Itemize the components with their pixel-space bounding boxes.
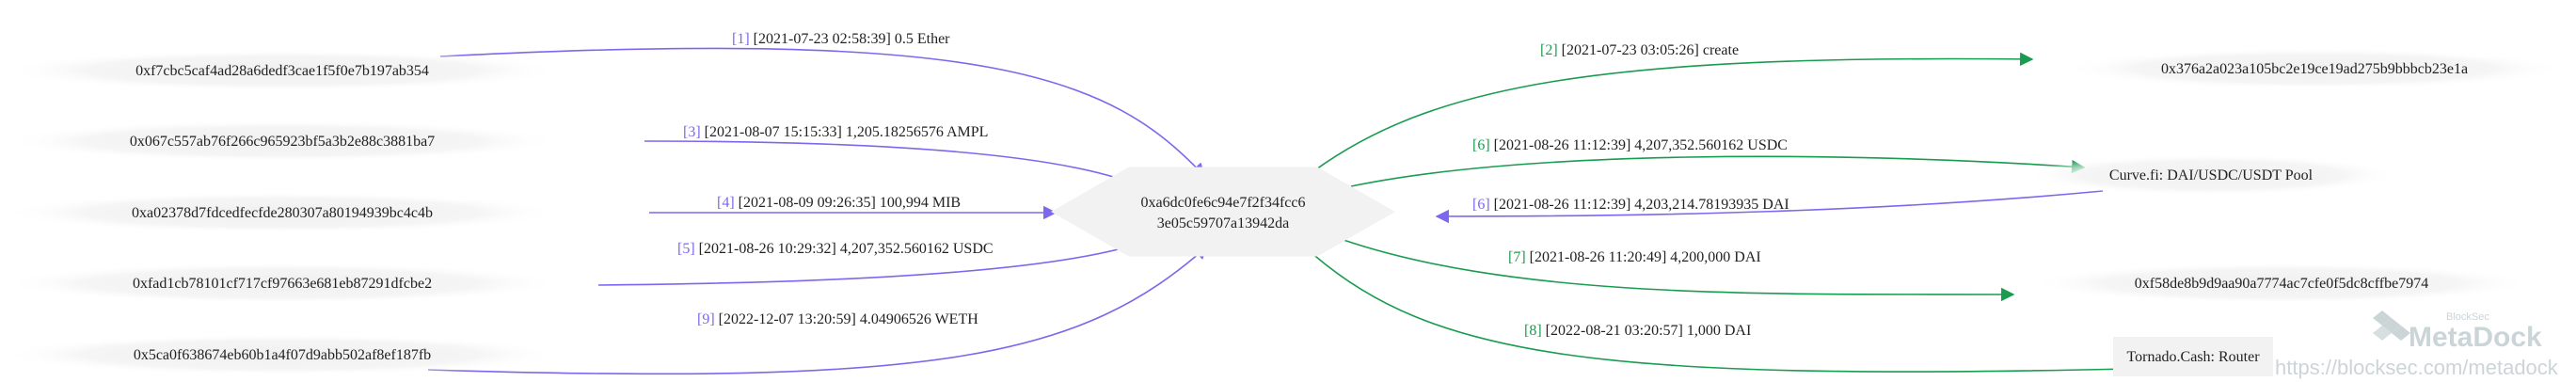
svg-text:[6] [2021-08-26 11:12:39] 4,20: [6] [2021-08-26 11:12:39] 4,207,352.5601…	[1472, 137, 1788, 153]
svg-text:[4] [2021-08-09 09:26:35] 100,: [4] [2021-08-09 09:26:35] 100,994 MIB	[717, 195, 961, 211]
svg-text:[5] [2021-08-26 10:29:32] 4,20: [5] [2021-08-26 10:29:32] 4,207,352.5601…	[677, 241, 994, 257]
right-node-4[interactable]: Tornado.Cash: Router	[2113, 337, 2273, 376]
right-node-2[interactable]: Curve.fi: DAI/USDC/USDT Pool	[2023, 154, 2399, 196]
watermark-sub: BlockSec	[2446, 311, 2489, 323]
svg-text:[1] [2021-07-23 02:58:39] 0.5: [1] [2021-07-23 02:58:39] 0.5 Ether	[732, 31, 950, 47]
svg-text:[8] [2022-08-21 03:20:57] 1,00: [8] [2022-08-21 03:20:57] 1,000 DAI	[1524, 323, 1751, 339]
node-label: 0xf58de8b9d9aa90a7774ac7cfe0f5dc8cffbe79…	[2135, 276, 2428, 292]
edge-6-out[interactable]	[1350, 155, 2086, 187]
edge-label-5: [5] [2021-08-26 10:29:32] 4,207,352.5601…	[677, 241, 994, 257]
edge-2[interactable]	[1309, 52, 2034, 175]
blocksec-logo-icon	[2373, 310, 2410, 341]
edge-1[interactable]	[439, 47, 1205, 178]
edge-label-6-in: [6] [2021-08-26 11:12:39] 4,203,214.7819…	[1472, 197, 1789, 213]
edge-text: [2021-08-26 11:12:39] 4,207,352.560162 U…	[1494, 137, 1788, 153]
svg-text:[6] [2021-08-26 11:12:39] 4,20: [6] [2021-08-26 11:12:39] 4,203,214.7819…	[1472, 197, 1789, 213]
watermark-url: https://blocksec.com/metadock	[2275, 356, 2559, 379]
edge-text: [2021-07-23 03:05:26] create	[1562, 42, 1739, 58]
center-node[interactable]: 0xa6dc0fe6c94e7f2f34fcc6 3e05c59707a1394…	[1050, 167, 1396, 257]
node-label: 0xfad1cb78101cf717cf97663e681eb87291dfcb…	[133, 276, 432, 292]
edge-index: [3]	[683, 124, 701, 140]
watermark-brand: MetaDock	[2409, 322, 2542, 353]
edge-text: [2022-12-07 13:20:59] 4.04906526 WETH	[719, 311, 979, 327]
edge-7[interactable]	[1343, 239, 2015, 302]
edge-label-7: [7] [2021-08-26 11:20:49] 4,200,000 DAI	[1508, 249, 1761, 265]
node-label: Tornado.Cash: Router	[2126, 349, 2260, 365]
center-node-line1: 0xa6dc0fe6c94e7f2f34fcc6	[1140, 195, 1305, 211]
node-label: 0x376a2a023a105bc2e19ce19ad275b9bbbcb23e…	[2161, 61, 2468, 77]
edge-9[interactable]	[427, 246, 1209, 375]
svg-text:[9] [2022-12-07 13:20:59] 4.04: [9] [2022-12-07 13:20:59] 4.04906526 WET…	[697, 311, 978, 327]
node-label: 0xf7cbc5caf4ad28a6dedf3cae1f5f0e7b197ab3…	[135, 63, 429, 79]
right-node-3[interactable]: 0xf58de8b9d9aa90a7774ac7cfe0f5dc8cffbe79…	[2027, 263, 2536, 304]
left-node-3[interactable]: 0xa02378d7fdcedfecfde280307a80194939bc4c…	[0, 192, 564, 233]
svg-text:[3] [2021-08-07 15:15:33] 1,20: [3] [2021-08-07 15:15:33] 1,205.18256576…	[683, 124, 988, 140]
node-label: Curve.fi: DAI/USDC/USDT Pool	[2109, 167, 2314, 183]
svg-text:[7] [2021-08-26 11:20:49] 4,20: [7] [2021-08-26 11:20:49] 4,200,000 DAI	[1508, 249, 1761, 265]
edge-label-2: [2] [2021-07-23 03:05:26] create	[1540, 42, 1739, 58]
edge-index: [4]	[717, 195, 735, 211]
edge-label-6-out: [6] [2021-08-26 11:12:39] 4,207,352.5601…	[1472, 137, 1788, 153]
edge-text: [2021-08-26 11:12:39] 4,203,214.78193935…	[1494, 197, 1789, 213]
edge-index: [6]	[1472, 137, 1490, 153]
edge-index: [2]	[1540, 42, 1558, 58]
node-label: 0xa02378d7fdcedfecfde280307a80194939bc4c…	[132, 205, 433, 221]
left-node-2[interactable]: 0x067c557ab76f266c965923bf5a3b2e88c3881b…	[0, 120, 564, 162]
edge-label-9: [9] [2022-12-07 13:20:59] 4.04906526 WET…	[697, 311, 978, 327]
left-node-4[interactable]: 0xfad1cb78101cf717cf97663e681eb87291dfcb…	[0, 263, 564, 304]
edge-6-in[interactable]	[1435, 190, 2104, 224]
edge-text: [2021-07-23 02:58:39] 0.5 Ether	[754, 31, 951, 47]
edge-3[interactable]	[644, 140, 1152, 192]
edge-text: [2021-08-07 15:15:33] 1,205.18256576 AMP…	[705, 124, 989, 140]
edge-8[interactable]	[1309, 250, 2128, 376]
right-node-1[interactable]: 0x376a2a023a105bc2e19ce19ad275b9bbbcb23e…	[2060, 48, 2568, 89]
node-label: 0x067c557ab76f266c965923bf5a3b2e88c3881b…	[130, 134, 435, 150]
svg-text:[2] [2021-07-23 03:05:26] crea: [2] [2021-07-23 03:05:26] create	[1540, 42, 1739, 58]
edge-label-4: [4] [2021-08-09 09:26:35] 100,994 MIB	[717, 195, 961, 211]
edge-index: [1]	[732, 31, 750, 47]
left-node-5[interactable]: 0x5ca0f638674eb60b1a4f07d9abb502af8ef187…	[0, 334, 564, 375]
edge-index: [8]	[1524, 323, 1542, 339]
edge-index: [5]	[677, 241, 695, 257]
left-node-1[interactable]: 0xf7cbc5caf4ad28a6dedf3cae1f5f0e7b197ab3…	[0, 50, 564, 91]
edge-text: [2021-08-26 10:29:32] 4,207,352.560162 U…	[699, 241, 994, 257]
metadock-watermark: BlockSec MetaDock https://blocksec.com/m…	[2275, 310, 2559, 379]
edge-label-1: [1] [2021-07-23 02:58:39] 0.5 Ether	[732, 31, 950, 47]
node-label: 0x5ca0f638674eb60b1a4f07d9abb502af8ef187…	[134, 347, 431, 363]
edge-index: [9]	[697, 311, 715, 327]
edge-text: [2021-08-26 11:20:49] 4,200,000 DAI	[1530, 249, 1761, 265]
edge-index: [6]	[1472, 197, 1490, 213]
edge-label-3: [3] [2021-08-07 15:15:33] 1,205.18256576…	[683, 124, 988, 140]
edge-index: [7]	[1508, 249, 1526, 265]
edge-label-8: [8] [2022-08-21 03:20:57] 1,000 DAI	[1524, 323, 1751, 339]
edge-text: [2021-08-09 09:26:35] 100,994 MIB	[739, 195, 961, 211]
edge-text: [2022-08-21 03:20:57] 1,000 DAI	[1546, 323, 1752, 339]
center-node-line2: 3e05c59707a13942da	[1157, 215, 1289, 231]
